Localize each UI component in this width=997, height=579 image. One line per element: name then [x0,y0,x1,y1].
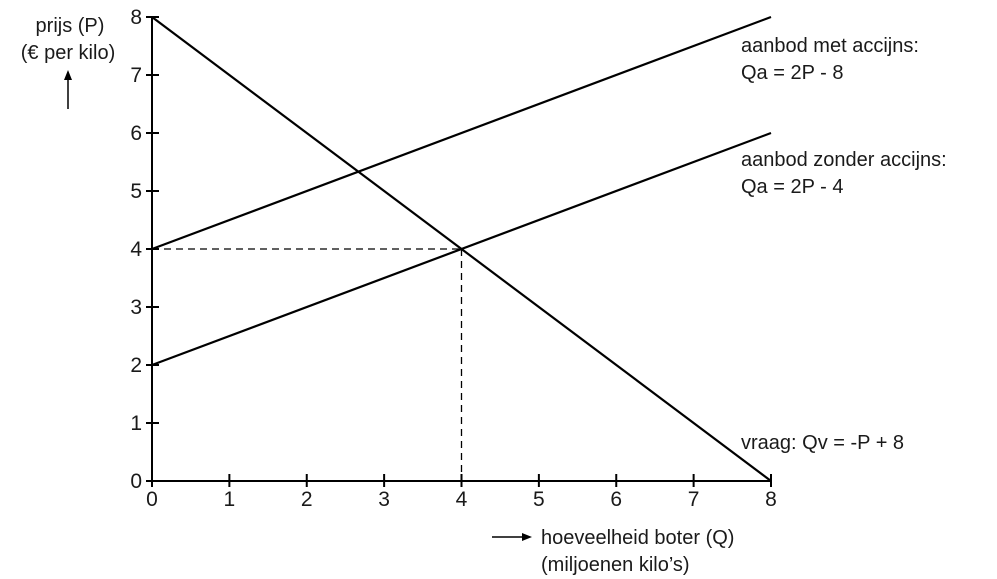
series-formula-aanbod-zonder-accijns: Qa = 2P - 4 [741,176,843,198]
y-ticks: 0 1 2 3 4 5 6 7 8 [130,6,159,493]
x-axis-arrow [492,533,532,541]
series-line-aanbod-met-accijns [151,15,772,251]
series-formula-aanbod-met-accijns: Qa = 2P - 8 [741,62,843,84]
y-tick-label: 8 [130,6,142,29]
x-tick-label: 8 [765,488,777,511]
series-lines [151,15,772,482]
x-tick-label: 0 [146,488,158,511]
x-tick-label: 4 [456,488,468,511]
x-tick-label: 6 [610,488,622,511]
y-tick-label: 3 [130,296,142,319]
x-axis-title-line2: (miljoenen kilo’s) [541,554,690,576]
series-label-vraag: vraag: Qv = -P + 8 [741,432,904,454]
y-axis-arrow [64,70,72,109]
x-tick-label: 1 [224,488,236,511]
y-tick-label: 7 [130,64,142,87]
y-tick-label: 6 [130,122,142,145]
x-tick-label: 7 [688,488,700,511]
y-axis-title-line1: prijs (P) [36,15,105,37]
series-label-aanbod-zonder-accijns: aanbod zonder accijns: [741,149,947,171]
x-axis-title-line1: hoeveelheid boter (Q) [541,527,734,549]
y-tick-label: 2 [130,354,142,377]
x-tick-label: 2 [301,488,313,511]
x-tick-label: 5 [533,488,545,511]
y-tick-label: 1 [130,412,142,435]
y-axis-title-line2: (€ per kilo) [21,42,115,64]
y-tick-label: 5 [130,180,142,203]
x-ticks: 0 1 2 3 4 5 6 7 8 [146,474,777,511]
series-label-aanbod-met-accijns: aanbod met accijns: [741,35,919,57]
reference-lines [152,248,463,481]
y-tick-label: 4 [130,238,142,261]
x-tick-label: 3 [378,488,390,511]
y-tick-label: 0 [130,470,142,493]
series-line-vraag [151,16,772,482]
